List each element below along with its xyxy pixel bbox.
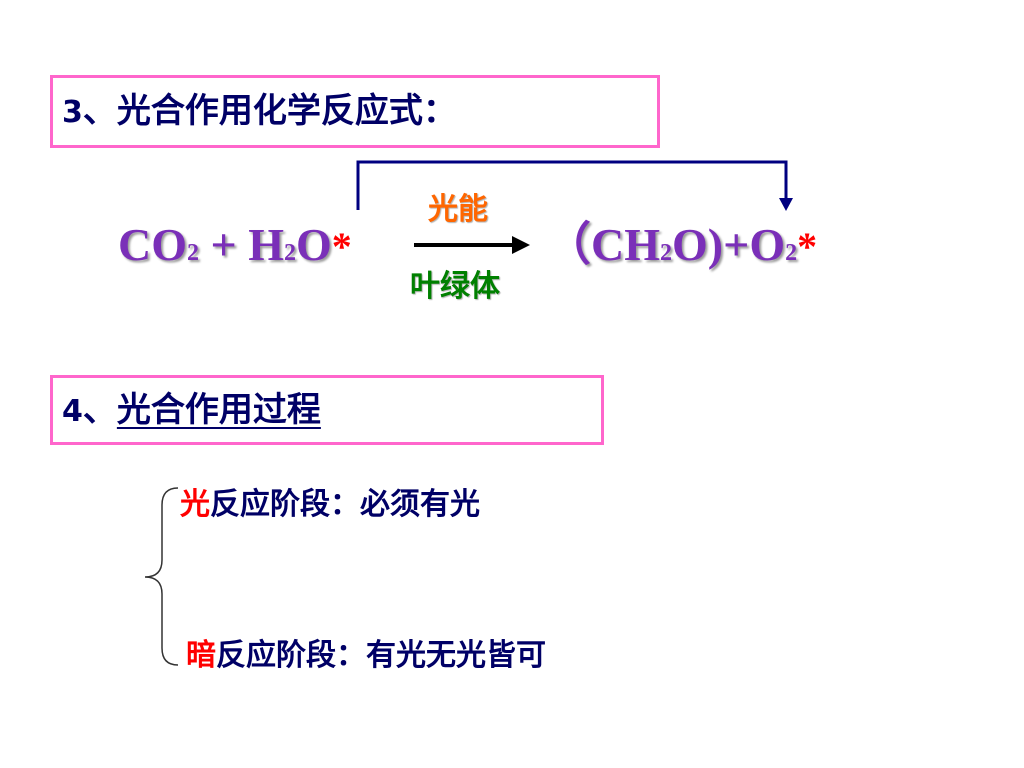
- section-4-title: 光合作用过程: [116, 390, 321, 430]
- ch2o-part2: O): [672, 219, 724, 270]
- ch2o-part1: （CH: [545, 219, 660, 270]
- light-reaction-stage: 光反应阶段：必须有光: [180, 490, 480, 520]
- section-4-heading: 4、光合作用过程: [62, 393, 321, 427]
- o2-o: O: [749, 219, 786, 270]
- light-stage-text: 反应阶段：必须有光: [210, 487, 480, 522]
- section-3-number: 3: [62, 95, 83, 130]
- h2o-subscript: 2: [284, 240, 296, 266]
- section-4-box: [50, 375, 604, 445]
- equation-products: （CH2O)+O2*: [545, 222, 817, 268]
- dark-highlight: 暗: [186, 638, 216, 673]
- plus-sign: +: [199, 219, 249, 270]
- section-3-title: 、光合作用化学反应式：: [82, 91, 457, 131]
- section-4-number: 4: [62, 394, 83, 429]
- h2o-star-marker: *: [331, 224, 352, 269]
- o2-star-marker: *: [797, 224, 818, 269]
- condition-chloroplast: 叶绿体: [410, 269, 500, 304]
- section-3-heading: 3、光合作用化学反应式：: [62, 94, 457, 128]
- dark-reaction-stage: 暗反应阶段：有光无光皆可: [186, 641, 546, 671]
- dark-stage-text: 反应阶段：有光无光皆可: [216, 638, 546, 673]
- plus-sign-2: +: [723, 219, 750, 270]
- equation-reactants: CO2 + H2O*: [118, 222, 352, 268]
- condition-light-energy: 光能: [428, 192, 488, 227]
- section-3-box: [50, 75, 660, 148]
- h2o-h: H: [248, 219, 284, 270]
- co2-formula: CO: [118, 219, 187, 270]
- light-highlight: 光: [180, 487, 210, 522]
- co2-subscript: 2: [187, 240, 199, 266]
- section-4-separator: 、: [82, 390, 117, 430]
- reaction-arrow-head: [512, 236, 530, 254]
- h2o-o: O: [296, 219, 332, 270]
- ch2o-subscript: 2: [660, 240, 672, 266]
- o2-subscript: 2: [785, 240, 798, 266]
